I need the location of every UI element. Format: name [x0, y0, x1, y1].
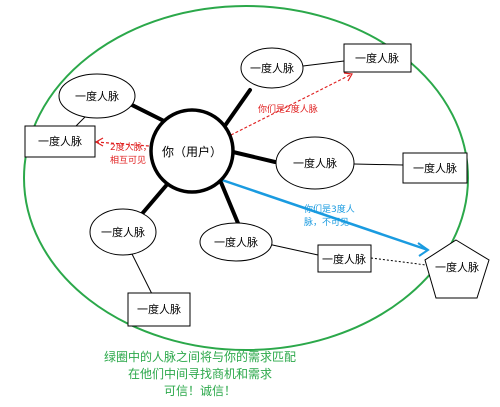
ellipse-node-bottom-left: 一度人脉: [89, 208, 157, 256]
node-label: 一度人脉: [38, 134, 82, 148]
ellipse-node-bottom-right: 一度人脉: [199, 222, 273, 262]
third-degree-arrow: [221, 178, 430, 257]
annotation-third-degree-2: 脉，不可见: [304, 216, 349, 228]
spoke-right: [231, 150, 277, 164]
node-label: 一度人脉: [250, 61, 294, 75]
node-label: 一度人脉: [101, 225, 145, 239]
annotation-third-degree-1: 你们是3度人: [304, 203, 355, 215]
annotation-second-degree: 你们是2度人脉: [258, 103, 318, 115]
rect-node-left: 一度人脉: [24, 125, 96, 158]
annotation-second-degree-visible-1: 2度人脉，: [110, 141, 152, 153]
ellipse-node-right: 一度人脉: [275, 136, 355, 190]
rect-node-bottom: 一度人脉: [127, 292, 191, 327]
rect-node-far-right: 一度人脉: [402, 152, 468, 184]
node-label: 一度人脉: [413, 161, 457, 175]
spoke-top-right: [222, 88, 252, 129]
node-label: 一度人脉: [293, 156, 337, 170]
node-label: 一度人脉: [75, 89, 119, 103]
user-center-node: [149, 108, 235, 194]
caption-line-1: 绿圈中的人脉之间将与你的需求匹配: [104, 349, 296, 364]
ellipse-node-top-left: 一度人脉: [58, 73, 136, 119]
user-center-label: 你（用户）: [162, 144, 222, 159]
annotation-second-degree-visible-2: 相互可见: [110, 154, 146, 166]
ellipse-node-top-right: 一度人脉: [240, 47, 304, 89]
caption-line-2: 在他们中间寻找商机和需求: [128, 366, 272, 381]
network-boundary-circle: [23, 5, 469, 351]
rect-node-top-right: 一度人脉: [343, 43, 412, 73]
node-label: 一度人脉: [435, 260, 479, 274]
spoke-bottom-right: [218, 178, 242, 230]
caption-line-3: 可信！诚信！: [164, 384, 236, 398]
node-label: 一度人脉: [355, 51, 399, 65]
second-degree-arrow: [230, 72, 353, 136]
pentagon-node-third-degree: 一度人脉: [424, 239, 490, 299]
rect-node-bottom-right: 一度人脉: [317, 244, 372, 273]
node-label: 一度人脉: [214, 235, 258, 249]
node-label: 一度人脉: [322, 252, 366, 266]
node-label: 一度人脉: [137, 302, 181, 316]
